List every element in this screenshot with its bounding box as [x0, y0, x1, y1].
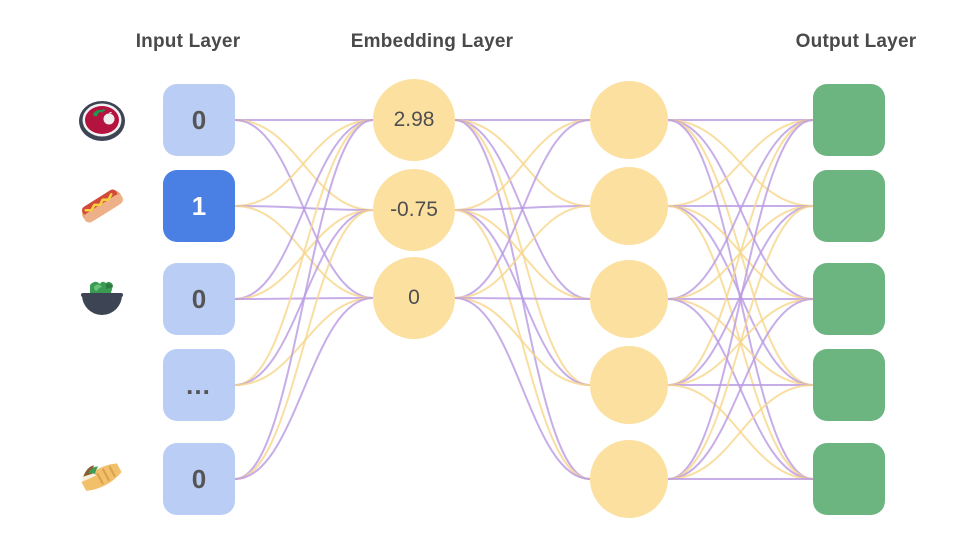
output-node-2[interactable]: [813, 263, 885, 335]
embedding-node-1[interactable]: -0.75: [373, 169, 455, 251]
input-node-1-value: 1: [191, 190, 207, 221]
output-layer-title: Output Layer: [795, 31, 917, 52]
input-node-4[interactable]: 0: [163, 443, 235, 515]
output-node-3[interactable]: [813, 349, 885, 421]
input-node-3-value: …: [185, 369, 213, 400]
input-node-0[interactable]: 0: [163, 84, 235, 156]
input-node-2[interactable]: 0: [163, 263, 235, 335]
embedding-layer-title: Embedding Layer: [350, 31, 514, 52]
embedding-node-2-value: 0: [408, 286, 420, 309]
edges-embedding-to-hidden: [454, 118, 591, 480]
edges-hidden-to-output: [667, 118, 814, 481]
hidden-node-0[interactable]: [590, 81, 668, 159]
output-node-0[interactable]: [813, 84, 885, 156]
hidden-node-1[interactable]: [590, 167, 668, 245]
output-node-1[interactable]: [813, 170, 885, 242]
embedding-node-2[interactable]: 0: [373, 257, 455, 339]
input-node-2-value: 0: [191, 283, 207, 314]
hot-dog-icon: [74, 178, 130, 234]
embedding-node-0-value: 2.98: [393, 108, 435, 131]
output-node-4[interactable]: [813, 443, 885, 515]
hidden-node-3[interactable]: [590, 346, 668, 424]
input-layer-title: Input Layer: [135, 31, 241, 52]
edges-input-to-embedding: [234, 118, 374, 480]
embedding-node-0[interactable]: 2.98: [373, 79, 455, 161]
embedding-node-1-value: -0.75: [390, 198, 438, 221]
input-node-0-value: 0: [191, 104, 207, 135]
input-node-3[interactable]: …: [163, 349, 235, 421]
soup-bowl-icon: [74, 92, 130, 148]
input-node-4-value: 0: [191, 463, 207, 494]
hidden-node-4[interactable]: [590, 440, 668, 518]
hidden-node-2[interactable]: [590, 260, 668, 338]
salad-bowl-icon: [74, 271, 130, 327]
input-node-1[interactable]: 1: [163, 170, 235, 242]
burrito-icon: [74, 450, 130, 506]
